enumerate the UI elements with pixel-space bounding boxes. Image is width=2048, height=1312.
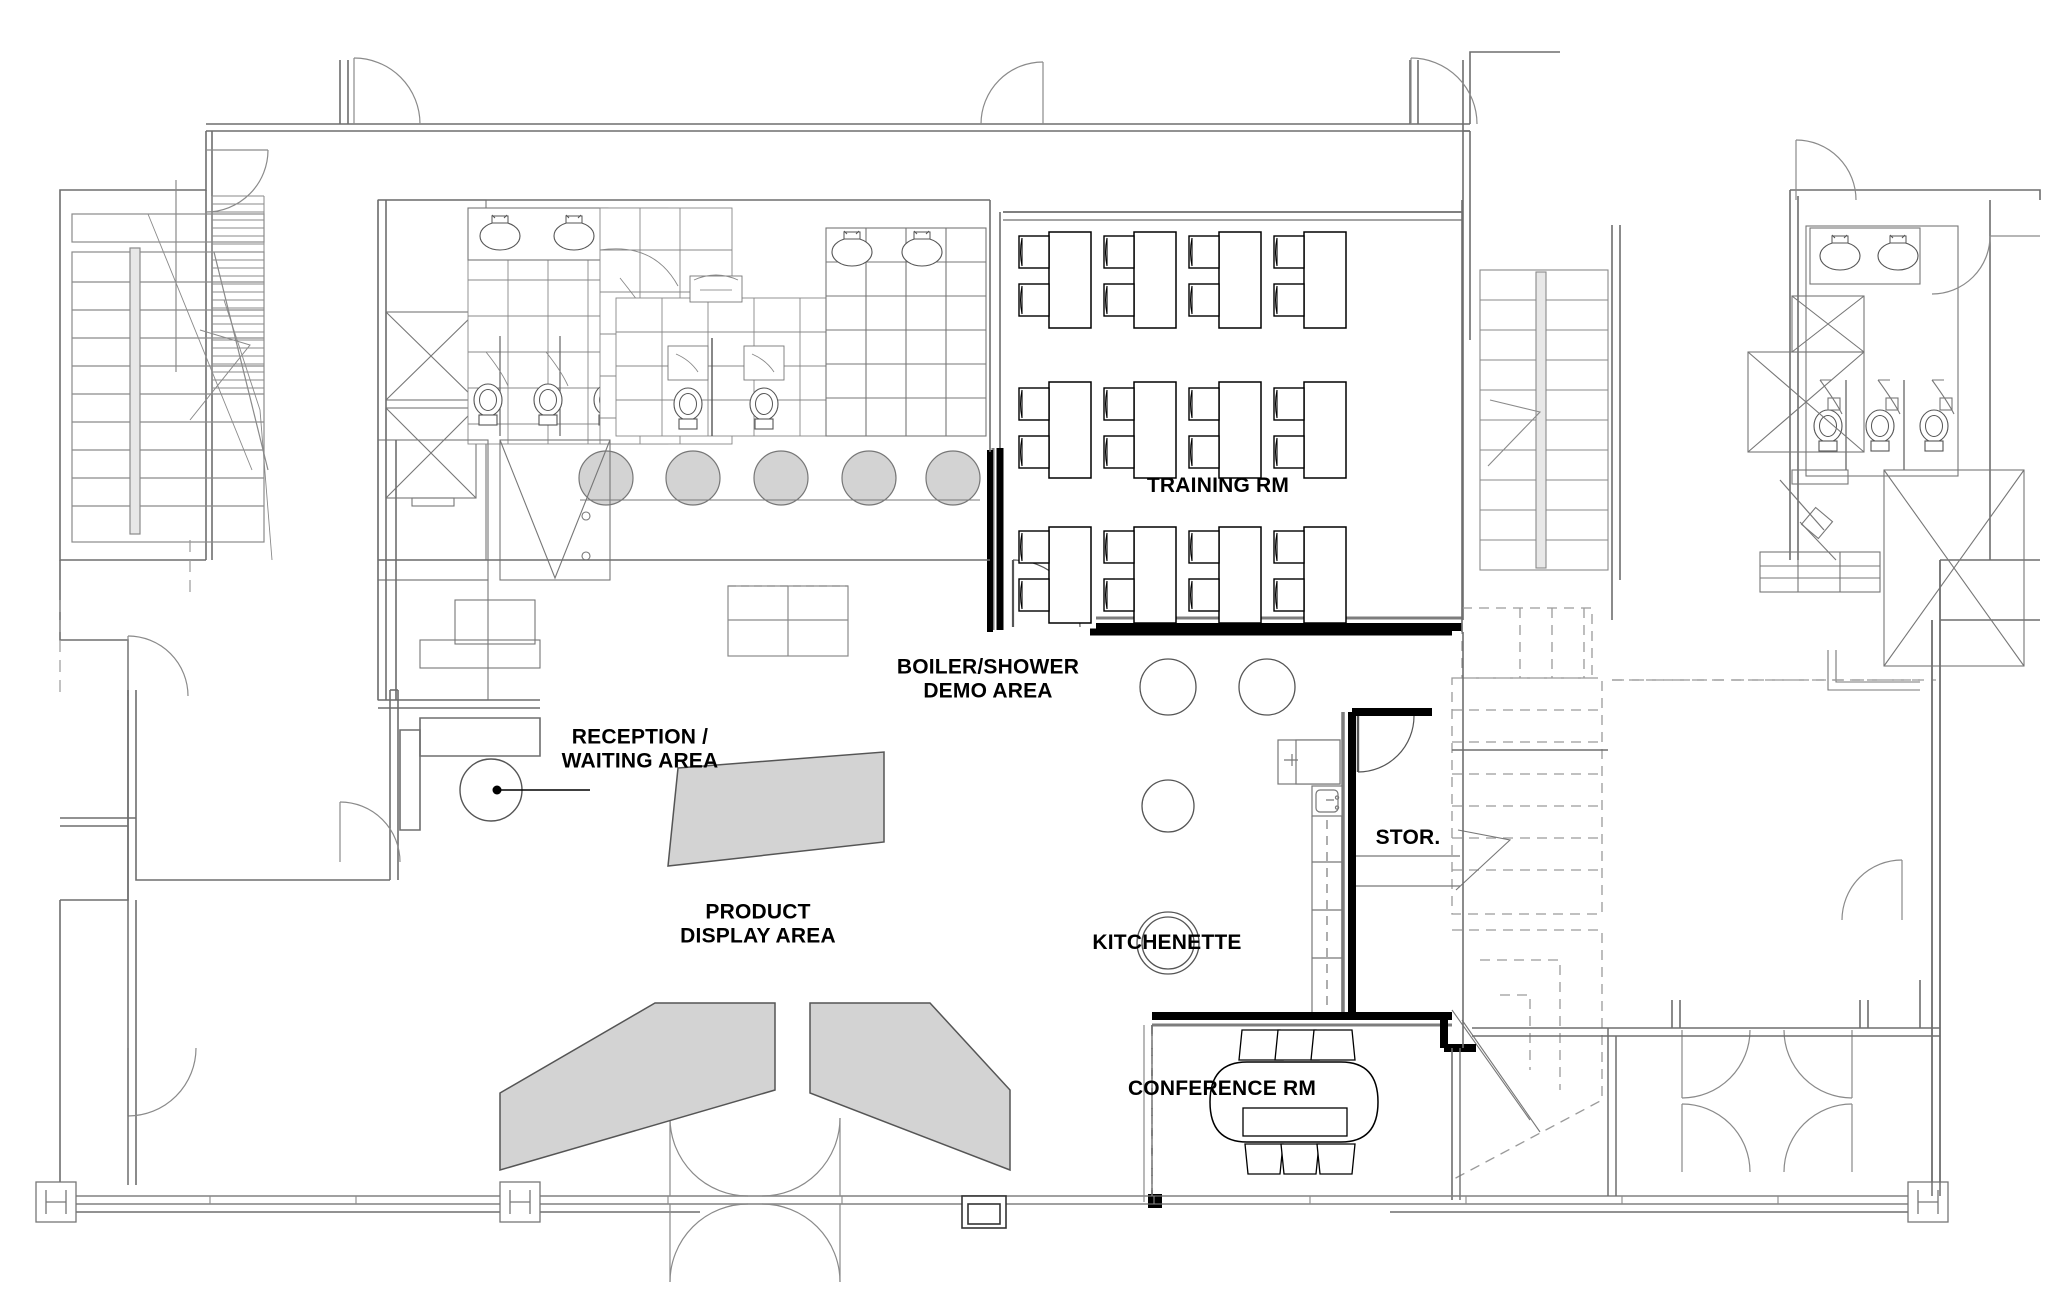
label-reception-waiting-area: RECEPTION / WAITING AREA — [561, 725, 719, 773]
boiler-demo-fixtures — [578, 450, 981, 506]
left-small-rooms — [60, 690, 136, 1185]
restroom-middle — [615, 274, 827, 437]
entry-vestibule-bottom — [961, 1195, 1007, 1229]
demo-circles-lower — [1136, 658, 1296, 975]
label-conference-rm: CONFERENCE RM — [1127, 1076, 1317, 1100]
right-mid-rooms — [1607, 560, 1941, 1196]
product-display-shapes — [499, 751, 1011, 1172]
reference-dashes — [59, 540, 1936, 1190]
stairwell-center — [1479, 269, 1609, 571]
stair-arrow-right — [1451, 650, 1920, 1133]
restroom-right — [1805, 225, 1959, 477]
reception-fixture — [459, 758, 590, 822]
interior-partitions — [377, 199, 1608, 1196]
label-product-display-area: PRODUCT DISPLAY AREA — [680, 900, 836, 948]
structural-columns — [35, 1181, 1949, 1223]
kitchenette-casework — [1277, 739, 1343, 1012]
stair-hatch-left — [211, 195, 265, 392]
kitchenette-stor-walls — [1152, 708, 1476, 1052]
storage-shelving — [1356, 855, 1460, 887]
label-kitchenette: KITCHENETTE — [1092, 930, 1242, 954]
display-shape-2 — [499, 1002, 776, 1171]
stairwell-right-dashed — [1451, 607, 1920, 1181]
sinks-left — [467, 207, 609, 261]
stairwell-left — [71, 180, 273, 561]
existing-shell-walls — [36, 51, 2041, 1213]
display-shape-1 — [667, 751, 885, 867]
label-storage: STOR. — [1375, 825, 1441, 849]
conference-table-and-chairs — [1209, 1029, 1379, 1175]
storage-right — [1747, 295, 2025, 667]
training-desks-and-chairs — [1018, 231, 1347, 624]
label-training-rm: TRAINING RM — [1146, 473, 1290, 497]
heavy-partitions — [987, 450, 1452, 636]
lower-right-partitions — [1472, 980, 1940, 1037]
display-shape-3 — [809, 1002, 1011, 1172]
label-boiler-shower-demo-area: BOILER/SHOWER DEMO AREA — [896, 655, 1080, 703]
restroom-left-outer — [825, 227, 987, 437]
door-swings — [127, 57, 2040, 1283]
casework-island — [727, 585, 849, 657]
